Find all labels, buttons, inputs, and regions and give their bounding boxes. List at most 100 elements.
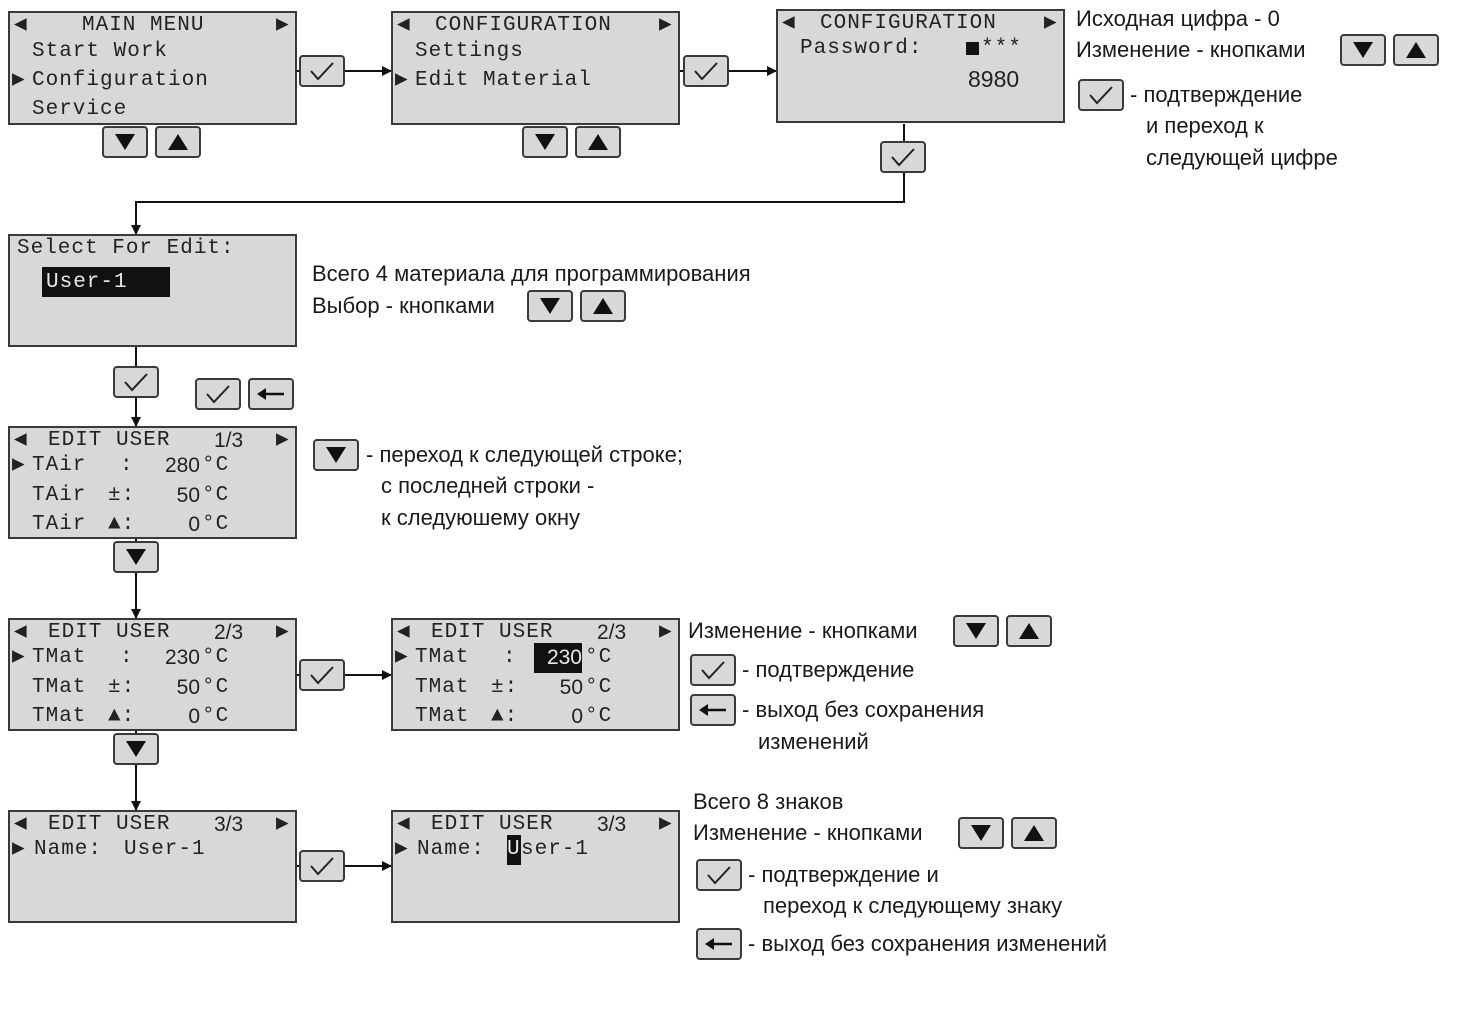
confirm-button[interactable] xyxy=(299,659,345,691)
back-button[interactable] xyxy=(696,928,742,960)
triangle-left-icon: ◀ xyxy=(14,813,28,836)
screen-title: EDIT USER xyxy=(48,429,171,452)
password-cursor xyxy=(966,42,979,55)
triangle-right-icon: ▶ xyxy=(395,646,409,669)
unit: °C xyxy=(202,454,230,477)
param-sep: ±: xyxy=(108,676,136,699)
param-value: 0 xyxy=(571,705,583,728)
checkmark-icon xyxy=(310,666,334,685)
unit: °C xyxy=(202,676,230,699)
note-changes: изменений xyxy=(758,729,869,754)
screen-title: CONFIGURATION xyxy=(435,14,612,37)
param-label: TAir xyxy=(32,513,87,536)
name-label: Name: xyxy=(417,838,486,861)
back-button[interactable] xyxy=(690,694,736,726)
triangle-right-icon: ▶ xyxy=(1044,12,1058,35)
confirm-button[interactable] xyxy=(113,366,159,398)
param-label: TAir xyxy=(32,454,87,477)
param-label: TMat xyxy=(415,646,470,669)
confirm-button[interactable] xyxy=(696,859,742,891)
up-button[interactable] xyxy=(1011,817,1057,849)
confirm-button[interactable] xyxy=(880,141,926,173)
triangle-up-icon xyxy=(593,298,613,314)
up-button[interactable] xyxy=(1006,615,1052,647)
param-sep: ±: xyxy=(491,676,519,699)
param-label: TMat xyxy=(415,676,470,699)
checkmark-icon xyxy=(1089,86,1113,105)
triangle-up-icon xyxy=(1024,825,1044,841)
param-sep: ▲: xyxy=(491,705,519,728)
param-label: TMat xyxy=(32,676,87,699)
param-sep: : xyxy=(503,646,517,669)
triangle-left-icon: ◀ xyxy=(782,12,796,35)
back-arrow-icon xyxy=(257,388,284,400)
triangle-left-icon: ◀ xyxy=(14,429,28,452)
triangle-down-icon xyxy=(126,741,146,757)
down-button[interactable] xyxy=(527,290,573,322)
down-button[interactable] xyxy=(1340,34,1386,66)
param-sep: : xyxy=(120,454,134,477)
note-total-materials: Всего 4 материала для программирования xyxy=(312,261,751,286)
confirm-button[interactable] xyxy=(195,378,241,410)
checkmark-icon xyxy=(891,148,915,167)
down-button[interactable] xyxy=(958,817,1004,849)
triangle-right-icon: ▶ xyxy=(12,69,26,92)
param-value: 230 xyxy=(164,646,200,669)
triangle-right-icon: ▶ xyxy=(276,621,290,644)
down-button[interactable] xyxy=(953,615,999,647)
name-cursor-char: U xyxy=(507,835,521,865)
down-button[interactable] xyxy=(522,126,568,158)
back-button[interactable] xyxy=(248,378,294,410)
name-label: Name: xyxy=(34,838,103,861)
note-confirm: - подтверждение xyxy=(742,657,915,682)
triangle-right-icon: ▶ xyxy=(276,429,290,452)
confirm-button[interactable] xyxy=(690,654,736,686)
unit: °C xyxy=(202,705,230,728)
param-label: TMat xyxy=(415,705,470,728)
down-button[interactable] xyxy=(113,541,159,573)
name-value: User-1 xyxy=(124,838,206,861)
note-from-last-line: с последней строки - xyxy=(381,473,595,498)
triangle-right-icon: ▶ xyxy=(659,14,673,37)
note-confirm-next-char: - подтверждение и xyxy=(748,862,939,887)
param-value-editing: 230 xyxy=(534,643,582,673)
checkmark-icon xyxy=(124,373,148,392)
triangle-down-icon xyxy=(1353,42,1373,58)
triangle-right-icon: ▶ xyxy=(395,69,409,92)
up-button[interactable] xyxy=(575,126,621,158)
screen-title: EDIT USER xyxy=(431,813,554,836)
confirm-button[interactable] xyxy=(683,55,729,87)
triangle-up-icon xyxy=(588,134,608,150)
edit-user-2-value-screen: ◀ EDIT USER 2/3 ▶ ▶ TMat : 230 °C TMat ±… xyxy=(391,618,680,731)
confirm-button[interactable] xyxy=(299,55,345,87)
menu-item-start-work: Start Work xyxy=(32,40,169,63)
triangle-right-icon: ▶ xyxy=(395,838,409,861)
screen-title: CONFIGURATION xyxy=(820,12,997,35)
note-total-chars: Всего 8 знаков xyxy=(693,789,844,814)
down-button[interactable] xyxy=(313,439,359,471)
confirm-button[interactable] xyxy=(1078,79,1124,111)
down-button[interactable] xyxy=(102,126,148,158)
triangle-up-icon xyxy=(168,134,188,150)
screen-title: EDIT USER xyxy=(48,621,171,644)
up-button[interactable] xyxy=(1393,34,1439,66)
password-value: 8980 xyxy=(968,66,1020,92)
up-button[interactable] xyxy=(155,126,201,158)
checkmark-icon xyxy=(206,385,230,404)
checkmark-icon xyxy=(707,866,731,885)
edit-user-3-name-screen: ◀ EDIT USER 3/3 ▶ ▶ Name: U ser-1 xyxy=(391,810,680,923)
menu-item-edit-material: Edit Material xyxy=(415,69,592,92)
select-screen: Select For Edit: User-1 xyxy=(8,234,297,347)
triangle-down-icon xyxy=(326,447,346,463)
confirm-button[interactable] xyxy=(299,850,345,882)
configuration-screen: ◀ CONFIGURATION ▶ Settings ▶ Edit Materi… xyxy=(391,11,680,125)
page-indicator: 3/3 xyxy=(214,813,244,836)
page-indicator: 3/3 xyxy=(597,813,627,836)
triangle-down-icon xyxy=(966,623,986,639)
note-confirm: - подтверждение xyxy=(1130,82,1303,107)
triangle-down-icon xyxy=(115,134,135,150)
up-button[interactable] xyxy=(580,290,626,322)
note-change-buttons: Изменение - кнопками xyxy=(1076,37,1306,62)
down-button[interactable] xyxy=(113,733,159,765)
password-screen: ◀ CONFIGURATION ▶ Password: *** 8980 xyxy=(776,9,1065,123)
